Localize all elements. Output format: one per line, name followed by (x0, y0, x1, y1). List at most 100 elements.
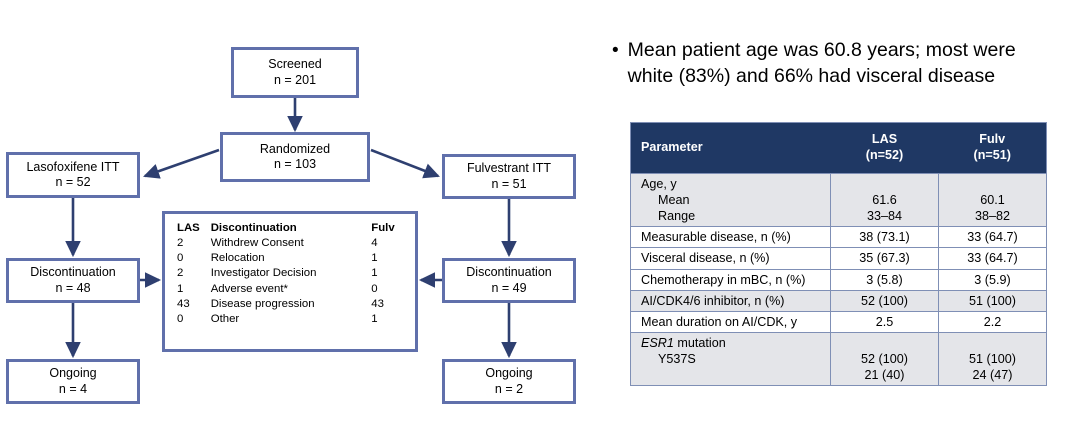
reason-fulv-count: 1 (371, 267, 378, 280)
characteristics-value: 52 (100) (861, 351, 908, 366)
characteristics-value (839, 335, 930, 351)
discontinuation-reason-row: 2 Withdrew Consent 4 (177, 236, 405, 251)
reason-label: Relocation (210, 252, 265, 265)
characteristics-sub-label: Y537S (658, 351, 696, 366)
reasons-header-fulv: Fulv (371, 222, 395, 234)
characteristics-sub-label: Mean (658, 193, 690, 208)
characteristics-fulv-cell: 3 (5.9) (938, 268, 1047, 291)
flow-node-lasofoxifene-ongoing-count: n = 4 (58, 381, 88, 396)
characteristics-las-cell: 38 (73.1) (830, 226, 939, 249)
characteristics-value: 33–84 (866, 209, 903, 224)
discontinuation-reasons-table: LAS Discontinuation Fulv 2 Withdrew Conse… (177, 221, 405, 327)
characteristics-header-las-label: LAS (871, 132, 898, 147)
reason-las-count: 0 (177, 252, 184, 265)
characteristics-fulv-cell: 51 (100) (938, 289, 1047, 312)
discontinuation-reason-row: 1 Adverse event* 0 (177, 282, 405, 297)
characteristics-header-las-n: (n=52) (865, 148, 904, 162)
flow-node-randomized: Randomized n = 103 (220, 132, 370, 182)
reason-las-count: 2 (177, 267, 184, 280)
characteristics-parameter-cell: Chemotherapy in mBC, n (%) (630, 268, 831, 291)
flow-node-lasofoxifene-ongoing-label: Ongoing (49, 366, 97, 381)
characteristics-value (947, 335, 1038, 351)
flow-node-fulvestrant-itt-label: Fulvestrant ITT (466, 161, 552, 176)
characteristics-value: 24 (47) (972, 368, 1013, 383)
reasons-header-reason: Discontinuation (210, 222, 297, 234)
reasons-header-las: LAS (177, 222, 200, 234)
reason-las-count: 0 (177, 312, 184, 325)
gene-name: ESR1 (641, 335, 674, 350)
discontinuation-reason-row: 0 Other 1 (177, 312, 405, 327)
flow-node-lasofoxifene-itt-count: n = 52 (55, 175, 91, 189)
characteristics-header-fulv: Fulv (n=51) (938, 122, 1047, 174)
reason-label: Other (210, 312, 240, 325)
flow-node-lasofoxifene-itt-label: Lasofoxifene ITT (26, 159, 120, 174)
flow-node-fulvestrant-itt-count: n = 51 (491, 176, 527, 191)
flow-node-lasofoxifene-itt: Lasofoxifene ITT n = 52 (6, 152, 140, 198)
characteristics-parameter-cell: Visceral disease, n (%) (630, 247, 831, 270)
characteristics-fulv-cell: 33 (64.7) (938, 247, 1047, 270)
characteristics-row: AI/CDK4/6 inhibitor, n (%)52 (100)51 (10… (630, 289, 1047, 312)
discontinuation-reason-row: 2 Investigator Decision 1 (177, 266, 405, 281)
discontinuation-reasons-header-row: LAS Discontinuation Fulv (177, 221, 405, 236)
characteristics-parameter-cell: Measurable disease, n (%) (630, 226, 831, 249)
flow-node-lasofoxifene-ongoing: Ongoing n = 4 (6, 359, 140, 404)
flow-node-lasofoxifene-discontinuation: Discontinuation n = 48 (6, 258, 140, 303)
reason-las-count: 1 (177, 282, 184, 295)
reason-label: Adverse event* (210, 282, 288, 295)
characteristics-sub-label: Range (658, 209, 696, 224)
reason-label: Investigator Decision (210, 267, 317, 280)
characteristics-header-fulv-label: Fulv (979, 132, 1006, 147)
flow-node-randomized-count: n = 103 (273, 157, 317, 171)
characteristics-row: Chemotherapy in mBC, n (%)3 (5.8)3 (5.9) (630, 268, 1047, 291)
characteristics-row: Measurable disease, n (%)38 (73.1)33 (64… (630, 226, 1047, 249)
characteristics-header-fulv-n: (n=51) (973, 148, 1011, 162)
characteristics-fulv-cell: 2.2 (938, 310, 1047, 333)
characteristics-fulv-cell: 33 (64.7) (938, 226, 1047, 249)
flow-node-fulvestrant-ongoing-count: n = 2 (494, 381, 524, 396)
characteristics-row: Visceral disease, n (%)35 (67.3)33 (64.7… (630, 247, 1047, 270)
discontinuation-reasons-panel: LAS Discontinuation Fulv 2 Withdrew Conse… (162, 211, 418, 352)
characteristics-las-cell: 3 (5.8) (830, 268, 939, 291)
consort-flow-diagram: Screened n = 201 Randomized n = 103 Laso… (6, 47, 576, 404)
flow-node-fulvestrant-discontinuation-count: n = 49 (491, 280, 527, 295)
flow-node-screened: Screened n = 201 (231, 47, 359, 98)
flow-node-screened-label: Screened (268, 57, 322, 72)
characteristics-value (839, 176, 930, 192)
characteristics-value: 60.1 (980, 193, 1005, 208)
flow-node-fulvestrant-itt: Fulvestrant ITT n = 51 (442, 154, 576, 199)
characteristics-las-cell: 52 (100) (830, 289, 939, 312)
flow-node-fulvestrant-discontinuation: Discontinuation n = 49 (442, 258, 576, 303)
reason-label: Disease progression (210, 297, 315, 310)
characteristics-header-row: Parameter LAS (n=52) Fulv (n=51) (630, 122, 1047, 174)
summary-bullet-text: Mean patient age was 60.8 years; most we… (627, 39, 1016, 87)
reason-fulv-count: 1 (371, 312, 378, 325)
flow-node-randomized-label: Randomized (259, 141, 331, 156)
bullet-marker-icon: • (612, 40, 619, 61)
characteristics-value: 61.6 (872, 193, 897, 208)
reason-label: Withdrew Consent (210, 237, 304, 250)
reason-fulv-count: 0 (371, 282, 378, 295)
reason-las-count: 2 (177, 237, 184, 250)
characteristics-header-las: LAS (n=52) (830, 122, 939, 174)
flow-node-lasofoxifene-discontinuation-label: Discontinuation (30, 265, 116, 280)
characteristics-value: 21 (40) (864, 368, 905, 383)
characteristics-value: 51 (100) (969, 351, 1016, 366)
characteristics-las-cell: 52 (100) 21 (40) (830, 331, 939, 387)
reason-fulv-count: 4 (371, 237, 378, 250)
reason-fulv-count: 43 (371, 297, 384, 310)
flow-node-fulvestrant-ongoing-label: Ongoing (485, 366, 533, 381)
patient-characteristics-section: • Mean patient age was 60.8 years; most … (600, 0, 1080, 429)
characteristics-las-cell: 35 (67.3) (830, 247, 939, 270)
characteristics-header-parameter: Parameter (630, 122, 831, 174)
flow-node-lasofoxifene-discontinuation-count: n = 48 (55, 280, 91, 295)
characteristics-parameter-cell: AI/CDK4/6 inhibitor, n (%) (630, 289, 831, 312)
